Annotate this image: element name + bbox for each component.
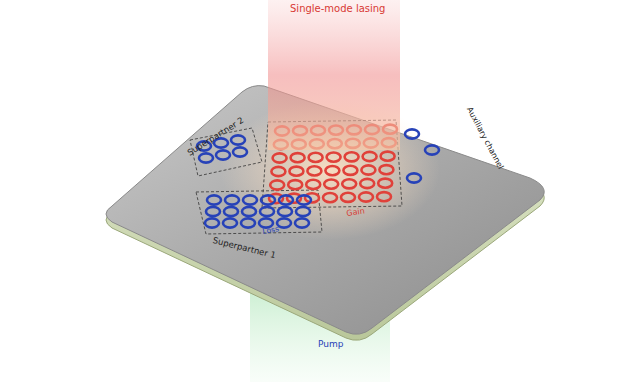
loss-ring <box>297 195 311 204</box>
superpartner1-region <box>196 190 322 234</box>
gain-ring <box>273 153 287 162</box>
gain-ring <box>309 153 323 162</box>
loss-ring <box>243 195 257 204</box>
input-label: Pump <box>318 340 343 349</box>
loss-ring <box>224 207 238 216</box>
loss-ring <box>223 218 237 227</box>
loss-ring <box>205 218 219 227</box>
gain-ring <box>324 180 338 189</box>
auxiliary-ring <box>407 173 421 182</box>
loss-ring <box>206 207 220 216</box>
gain-ring <box>343 166 357 175</box>
gain-ring <box>327 153 341 162</box>
gain-ring <box>363 152 377 161</box>
gain-ring <box>289 167 303 176</box>
gain-ring <box>345 152 359 161</box>
gain-ring <box>323 193 337 202</box>
loss-ring <box>279 195 293 204</box>
superpartner-ring <box>199 153 213 162</box>
gain-ring <box>361 165 375 174</box>
loss-ring <box>207 195 221 204</box>
gain-ring <box>381 152 395 161</box>
output-label: Single-mode lasing <box>290 4 385 14</box>
gain-ring <box>307 166 321 175</box>
loss-ring <box>278 207 292 216</box>
auxiliary-ring <box>405 129 419 138</box>
loss-ring <box>296 207 310 216</box>
loss-ring <box>261 195 275 204</box>
loss-ring <box>225 195 239 204</box>
gain-ring <box>360 179 374 188</box>
gain-ring <box>325 166 339 175</box>
loss-ring <box>277 218 291 227</box>
gain-ring <box>288 180 302 189</box>
gain-ring <box>359 192 373 201</box>
superpartner-ring <box>216 150 230 159</box>
gain-ring <box>341 193 355 202</box>
loss-ring <box>260 207 274 216</box>
gain-ring <box>342 179 356 188</box>
loss-ring <box>242 207 256 216</box>
loss-ring <box>241 218 255 227</box>
gain-ring <box>378 179 392 188</box>
loss-ring <box>295 218 309 227</box>
lasing-beam <box>268 0 400 150</box>
superpartner-ring <box>231 135 245 144</box>
auxiliary-ring <box>425 145 439 154</box>
superpartner-ring <box>233 147 247 156</box>
gain-ring <box>379 165 393 174</box>
gain-ring <box>291 153 305 162</box>
superpartner2-region <box>190 128 262 176</box>
gain-ring <box>271 167 285 176</box>
gain-ring <box>306 180 320 189</box>
gain-ring <box>270 180 284 189</box>
gain-ring <box>377 192 391 201</box>
